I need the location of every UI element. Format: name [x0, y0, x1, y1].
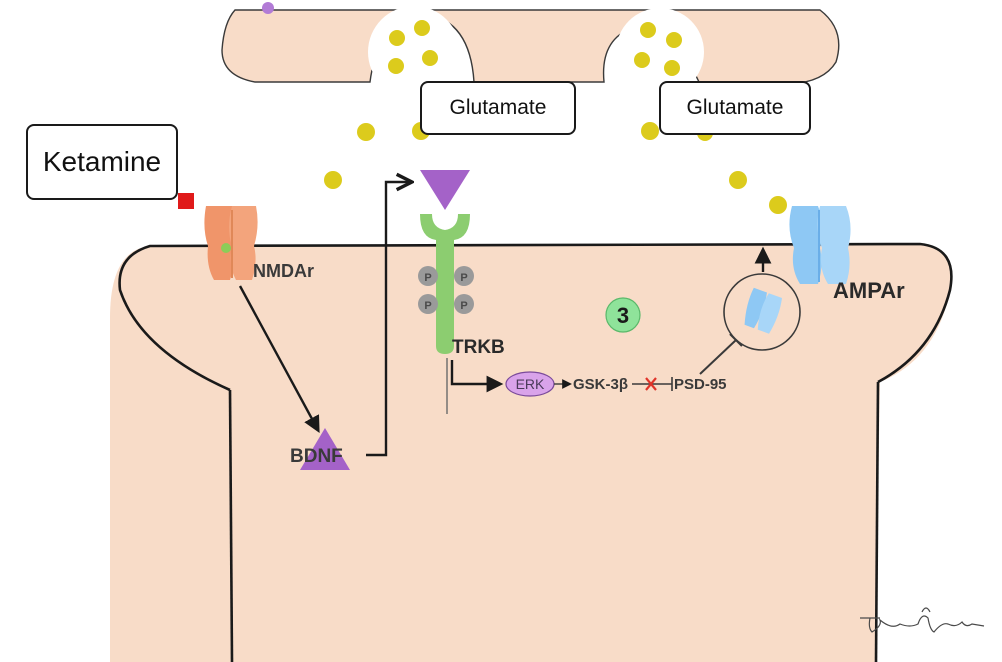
nmdar-label: NMDAr	[253, 261, 314, 281]
signature	[860, 607, 985, 633]
trkb-receptor	[420, 214, 470, 354]
psd95-label: PSD-95	[674, 376, 727, 393]
internal-ampar-icon	[744, 287, 782, 334]
ketamine-label: Ketamine	[42, 146, 162, 177]
released-glutamate	[324, 122, 787, 214]
bdnf-ligand-triangle	[420, 170, 470, 210]
presynaptic-vesicle-dot	[262, 2, 274, 14]
neuron-left-edge	[228, 389, 234, 662]
bdnf-to-trkb-arrow	[366, 182, 412, 457]
ampar-label: AMPAr	[833, 278, 905, 303]
phospho-label: P	[460, 272, 467, 284]
bdnf-label: BDNF	[290, 446, 343, 467]
trkb-to-erk-arrow	[450, 360, 504, 393]
trkb-label: TRKB	[452, 337, 505, 358]
phospho-label: P	[424, 300, 431, 312]
inhibition-blocked-cross	[645, 377, 657, 391]
psd95-inhibit-line	[699, 339, 737, 375]
ketamine-label-box: Ketamine	[26, 124, 178, 200]
gsk3b-label: GSK-3β	[573, 376, 628, 393]
ketamine-molecule	[178, 193, 194, 209]
neuron-right-edge	[874, 381, 880, 662]
phospho-label: P	[460, 300, 467, 312]
phospho-label: P	[424, 272, 431, 284]
ampa-receptor	[789, 206, 851, 284]
glutamate-label-box-left: Glutamate	[420, 81, 576, 135]
bdnf-triangle	[300, 428, 350, 470]
postsynaptic-neuron	[110, 244, 952, 662]
nmdar-to-bdnf-arrow	[238, 285, 320, 433]
phosphorylation-sites: P P P P	[418, 266, 474, 314]
glutamate-label-left: Glutamate	[449, 96, 547, 119]
erk-label: ERK	[516, 376, 545, 392]
vesicle-left	[368, 6, 460, 98]
step-badge	[605, 297, 641, 333]
glutamate-in-vesicles	[388, 20, 682, 76]
postsynaptic-membrane	[118, 242, 953, 392]
presynaptic-terminal	[221, 9, 840, 85]
glutamate-label-box-right: Glutamate	[659, 81, 811, 135]
glutamate-label-right: Glutamate	[686, 96, 784, 119]
vesicle-right	[616, 8, 704, 96]
nmda-receptor	[204, 206, 258, 280]
step-number: 3	[617, 303, 629, 328]
